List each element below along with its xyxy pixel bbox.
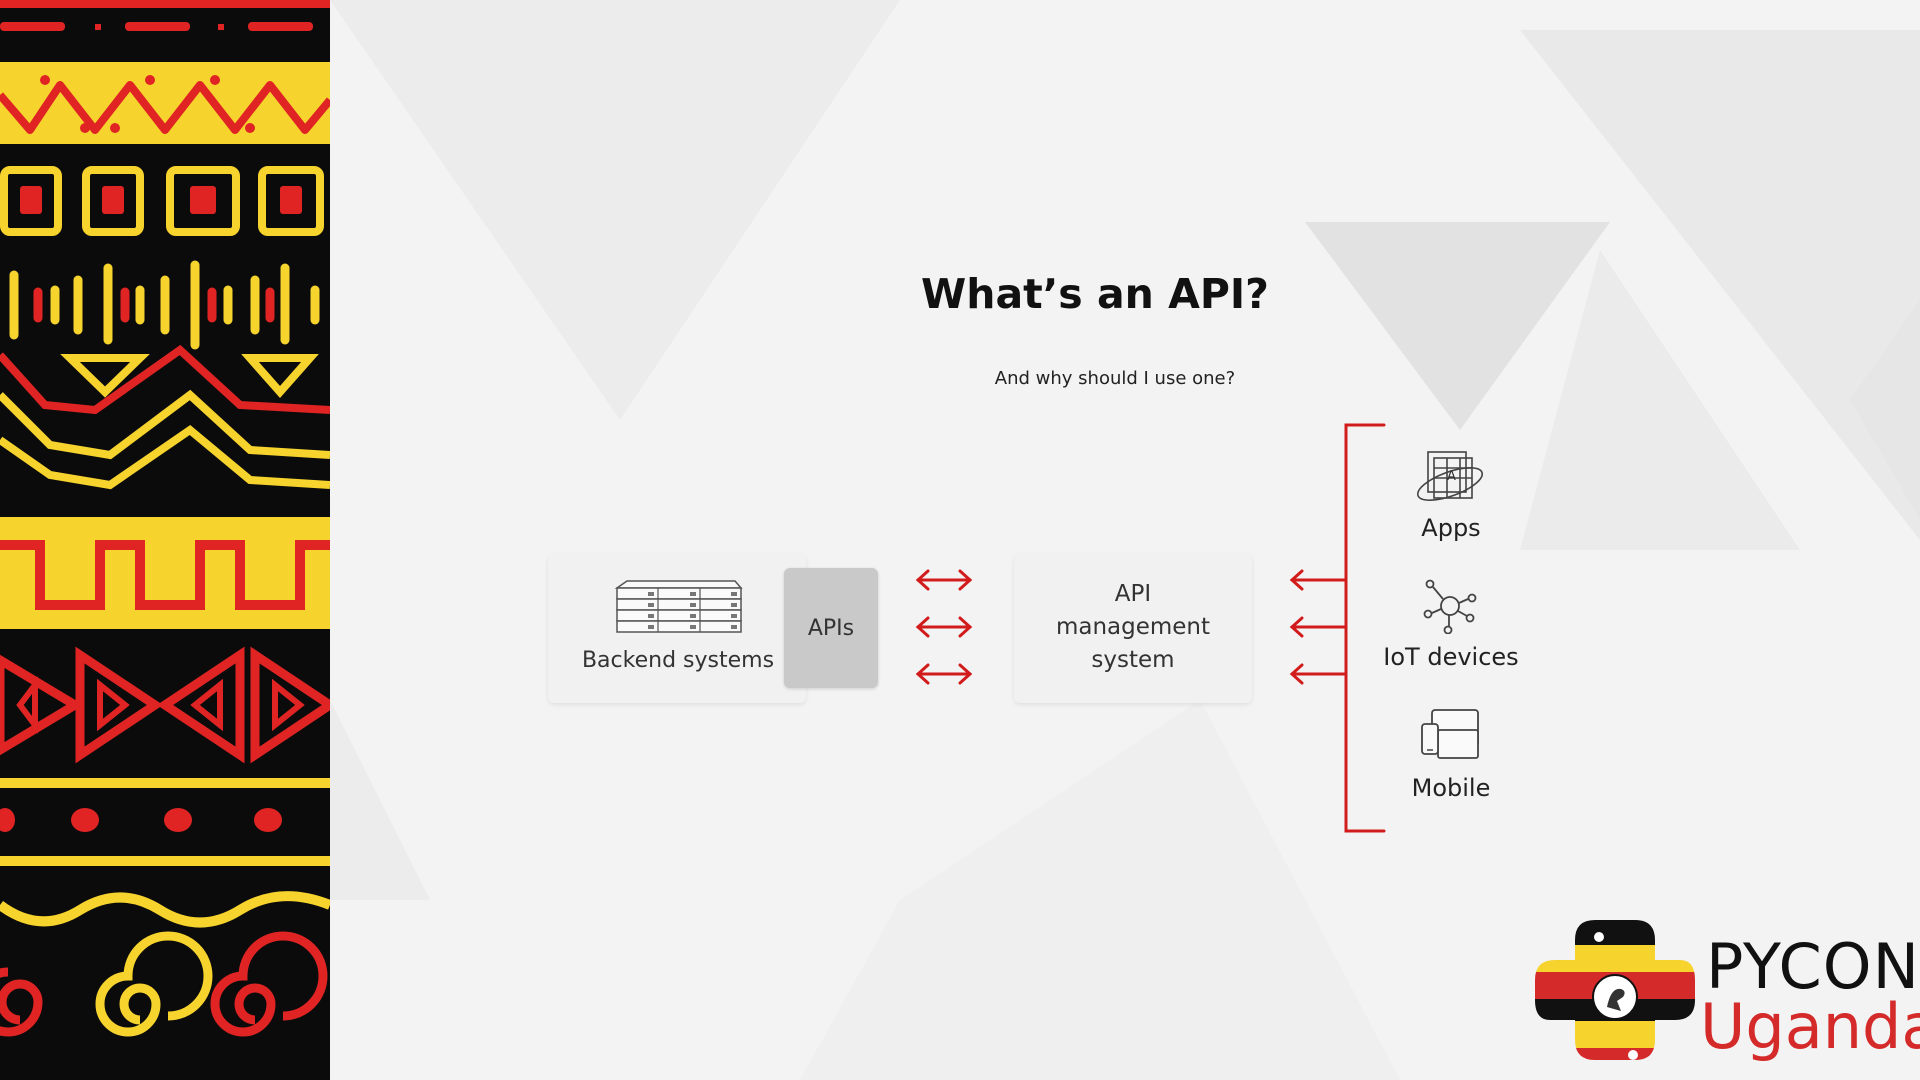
api-management-line: management: [1055, 614, 1211, 640]
logo-text-pycon: PYCON: [1706, 930, 1920, 1003]
client-label-mobile: Mobile: [1411, 774, 1491, 802]
client-label-iot-devices: IoT devices: [1383, 643, 1519, 671]
arrow-left-icon: [1289, 616, 1348, 638]
svg-text:A: A: [1447, 469, 1456, 484]
double-arrow-icon: [915, 663, 973, 685]
api-management-card: [1014, 553, 1252, 703]
double-arrow-icon: [915, 569, 973, 591]
arrow-left-icon: [1289, 569, 1348, 591]
server-rack-icon: [614, 580, 743, 633]
slide-title: What’s an API?: [921, 270, 1269, 318]
slide-subtitle: And why should I use one?: [994, 368, 1236, 389]
iot-network-icon: [1423, 579, 1477, 634]
bracket: [1344, 423, 1386, 833]
arrow-left-icon: [1289, 663, 1348, 685]
apis-box: APIs: [784, 568, 878, 688]
api-management-line: API: [1114, 581, 1152, 607]
apis-label: APIs: [807, 615, 855, 641]
double-arrow-icon: [915, 616, 973, 638]
pycon-uganda-logo-icon: [1535, 920, 1695, 1060]
app-window-icon: A: [1416, 451, 1484, 501]
backend-systems-label: Backend systems: [581, 648, 775, 673]
side-decorative-pattern: [0, 0, 330, 1080]
mobile-devices-icon: [1421, 709, 1479, 759]
logo-text-uganda: Uganda: [1700, 990, 1920, 1063]
api-management-line: system: [1091, 647, 1175, 673]
api-management-label: API management system: [1014, 578, 1252, 677]
client-label-apps: Apps: [1421, 514, 1481, 542]
